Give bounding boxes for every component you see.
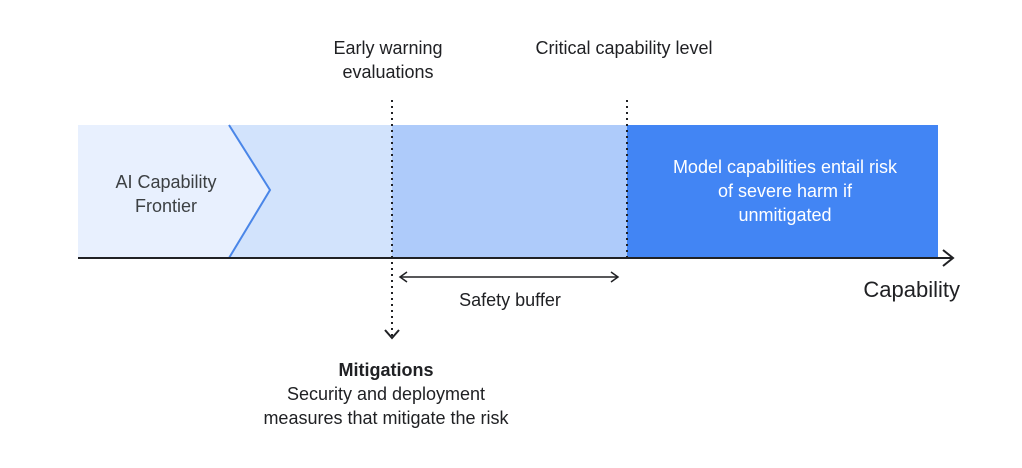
mitigations-title: Mitigations — [338, 360, 434, 380]
mitigations-description: Security and deployment measures that mi… — [263, 384, 509, 428]
mitigations-block: Mitigations Security and deployment meas… — [256, 358, 516, 430]
frontier-edge — [228, 124, 272, 259]
critical-capability-label: Critical capability level — [535, 38, 713, 58]
safety-buffer-label: Safety buffer — [459, 290, 561, 310]
early-warning-label: Early warning evaluations — [333, 38, 443, 82]
frontier-region — [78, 125, 270, 258]
frontier-label: AI Capability Frontier — [115, 172, 217, 216]
safety-buffer-arrow-left-head — [398, 271, 408, 283]
critical-region — [627, 125, 938, 258]
mitigations-arrowhead — [384, 329, 400, 340]
capability-axis-arrowhead — [942, 249, 955, 267]
capability-axis-label: Capability — [863, 277, 960, 302]
safety-buffer-arrow-right-head — [610, 271, 620, 283]
safety-buffer-region — [392, 125, 627, 258]
severe-harm-label: Model capabilities entail risk of severe… — [672, 157, 898, 225]
